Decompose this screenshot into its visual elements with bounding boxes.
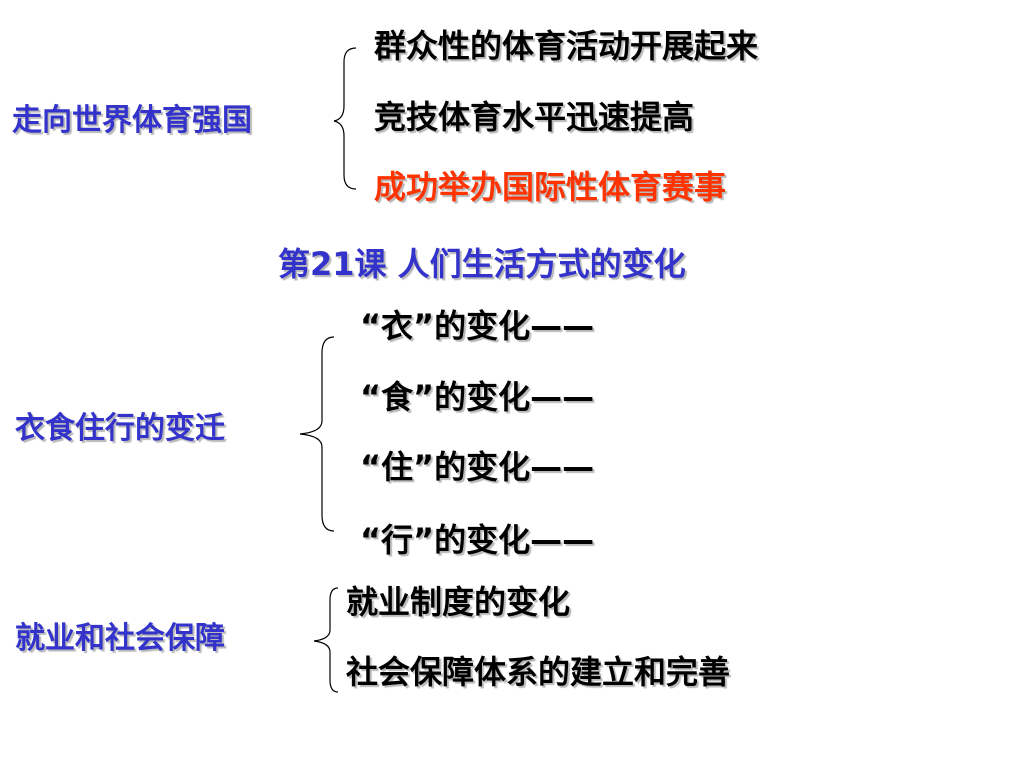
- section1-brace: [333, 47, 357, 190]
- section2-item: “住”的变化——: [360, 448, 595, 486]
- section2-heading: 衣食住行的变迁: [15, 411, 225, 446]
- section1-item-highlight: 成功举办国际性体育赛事: [374, 168, 727, 206]
- section2-brace: [299, 336, 335, 532]
- section1-item: 竞技体育水平迅速提高: [374, 98, 695, 136]
- section2-item: “衣”的变化——: [360, 307, 595, 345]
- section3-item: 就业制度的变化: [346, 583, 571, 621]
- section1-item: 群众性的体育活动开展起来: [374, 27, 759, 65]
- section3-brace: [313, 587, 339, 693]
- section2-item: “行”的变化——: [360, 521, 595, 559]
- section3-heading: 就业和社会保障: [15, 621, 225, 656]
- lesson-title: 第21课 人们生活方式的变化: [278, 245, 686, 283]
- section2-item: “食”的变化——: [360, 378, 595, 416]
- section1-heading: 走向世界体育强国: [12, 103, 252, 138]
- section3-item: 社会保障体系的建立和完善: [346, 653, 731, 691]
